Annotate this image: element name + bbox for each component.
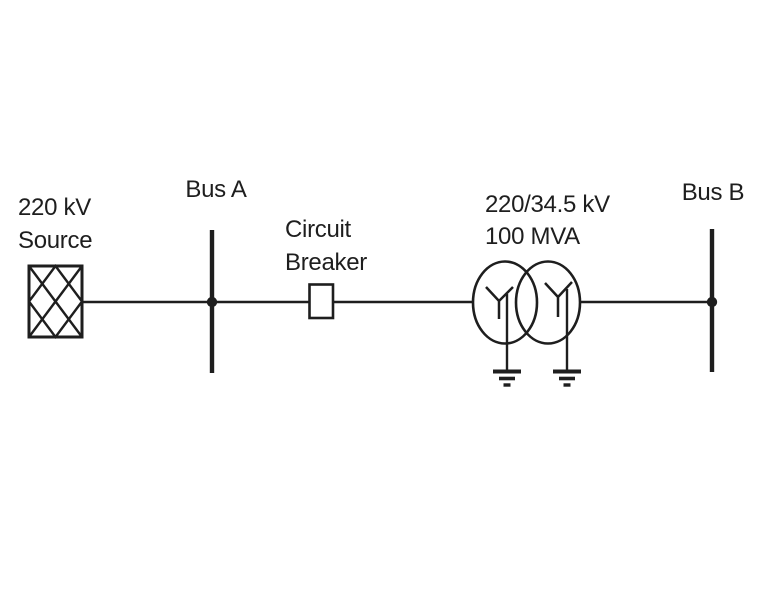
source-diagonal-2 <box>28 265 83 338</box>
circuit-breaker-label-line2: Breaker <box>285 249 367 276</box>
primary-wye-winding-icon <box>485 286 514 319</box>
bus-a-junction-dot <box>206 296 218 308</box>
secondary-wye-winding-icon <box>544 281 573 317</box>
bus-b-label: Bus B <box>682 179 745 206</box>
transformer-rating-label: 100 MVA <box>485 223 580 250</box>
secondary-earth-ground-icon <box>553 369 581 387</box>
two-winding-transformer-icon <box>471 260 582 387</box>
primary-earth-ground-icon <box>493 369 521 387</box>
source-voltage-label: 220 kV <box>18 194 91 221</box>
breaker-square-icon <box>308 283 335 320</box>
bus-b-bar <box>706 229 718 372</box>
bus-b-junction-dot <box>706 296 718 308</box>
transformer-secondary-winding-circle <box>514 260 582 345</box>
source-name-label: Source <box>18 227 92 254</box>
lattice-source-icon <box>27 263 84 340</box>
bus-a-label: Bus A <box>185 176 246 203</box>
source-diamond <box>27 263 84 340</box>
bus-a-bar <box>206 230 218 373</box>
circuit-breaker-label-line1: Circuit <box>285 216 352 243</box>
transformer-primary-winding-circle <box>471 260 539 345</box>
transformer-ratio-label: 220/34.5 kV <box>485 191 610 218</box>
